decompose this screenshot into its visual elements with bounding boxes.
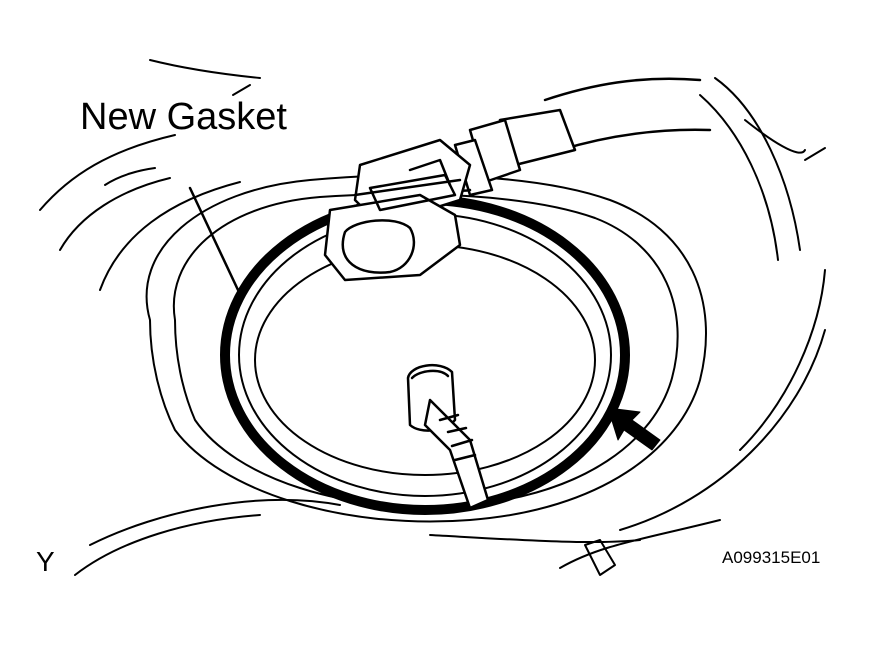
figure-id: A099315E01 (722, 548, 821, 567)
tank-outer-contours (39, 59, 826, 576)
pointer-arrow (607, 407, 661, 451)
callout-leader-line (188, 186, 240, 292)
fuel-line-connector (323, 138, 472, 282)
fuel-hose (436, 77, 712, 197)
pump-opening (254, 244, 596, 476)
flange-recess (145, 174, 707, 523)
sender-connector (406, 363, 490, 510)
callout-label: New Gasket (80, 96, 287, 138)
corner-mark: Y (36, 546, 55, 577)
